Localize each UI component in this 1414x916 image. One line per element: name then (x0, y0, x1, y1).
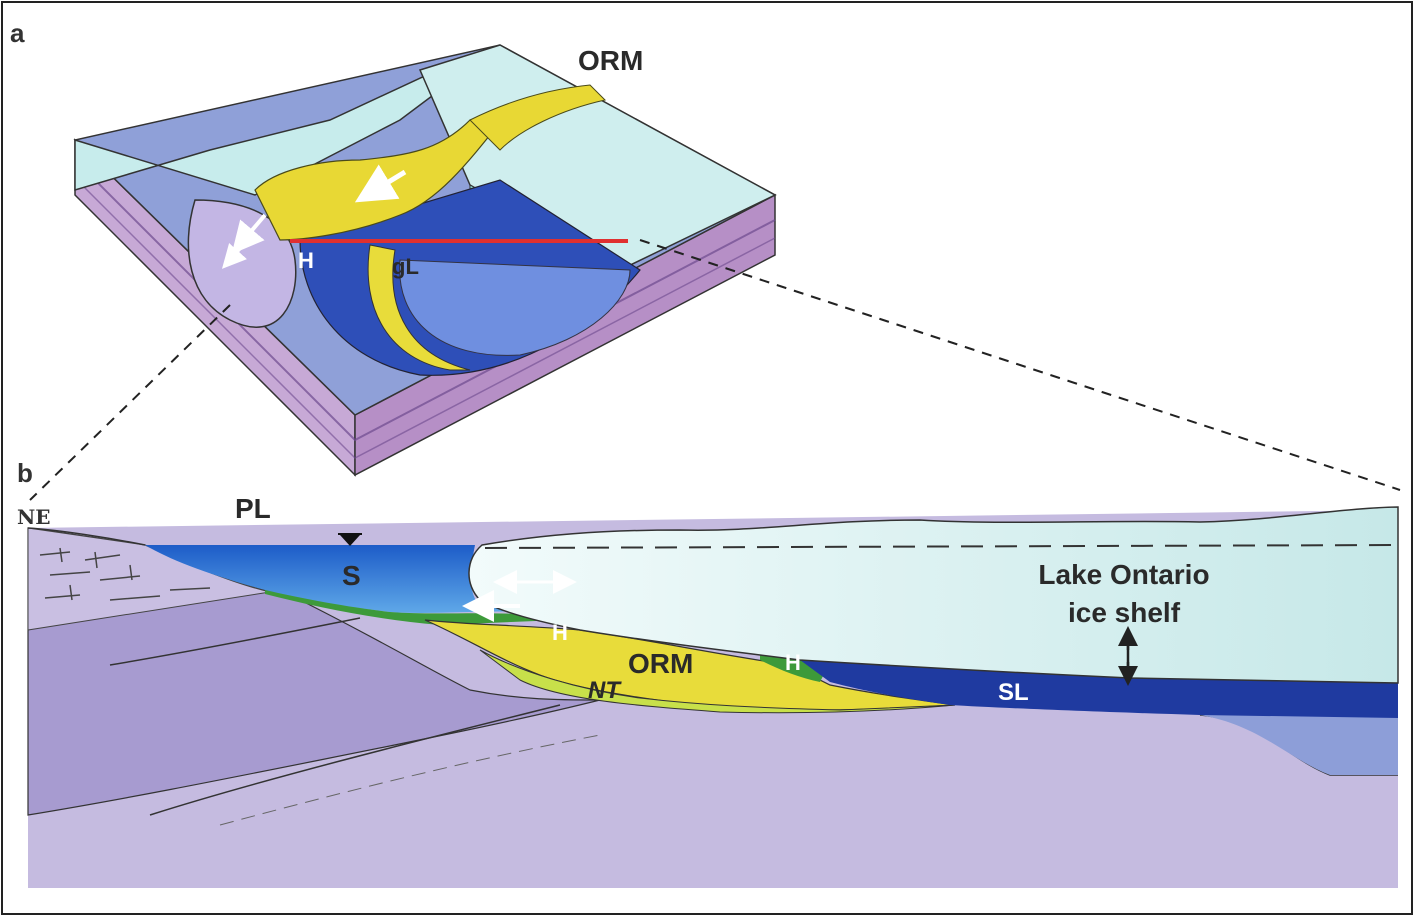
panel-a-letter: a (10, 18, 25, 48)
ice-shelf (468, 506, 1399, 684)
proglacial-lake (145, 545, 520, 613)
water-level-icon (340, 535, 360, 546)
label-ice-shelf-line1: Lake Ontario (1038, 559, 1209, 590)
flow-arrow (354, 164, 407, 203)
label-ne: NE (17, 505, 51, 529)
inner-basin (399, 259, 631, 356)
label-s: S (342, 560, 361, 591)
label-a-gl: gL (392, 254, 419, 279)
flow-arrow (231, 213, 267, 255)
panel-b-letter: b (17, 458, 33, 488)
flow-arrow (221, 238, 250, 269)
sl-layer (800, 660, 1398, 718)
projection-line-left (29, 304, 231, 501)
label-nt: NT (588, 677, 622, 704)
lower-basin (1200, 715, 1398, 775)
ice-dashed-line (484, 544, 1399, 549)
label-pl: PL (235, 493, 271, 524)
label-ice-shelf-line2: ice shelf (1068, 597, 1181, 628)
stratum-line (109, 617, 361, 666)
panel-b-section: b NE PL S H H ORM NT SL Lake Ontario ice… (17, 458, 1399, 888)
label-a-orm: ORM (578, 45, 643, 76)
nt-sediment (479, 649, 956, 714)
label-b-orm: ORM (628, 648, 693, 679)
block-stratum-line (74, 177, 776, 459)
projection-line-right (639, 239, 1401, 491)
label-h-right: H (785, 650, 801, 675)
label-h-left: H (552, 620, 568, 645)
stratum-line (149, 704, 561, 816)
outwash-channel (469, 84, 606, 151)
gl-band (367, 244, 471, 371)
fracture-marks (39, 547, 211, 601)
block-stratum-line (74, 159, 776, 442)
stratum-line (219, 734, 601, 826)
label-sl: SL (998, 679, 1029, 706)
label-a-h: H (298, 248, 314, 273)
ground-surface (27, 527, 146, 546)
panel-a-block: ORM H gL a (10, 18, 777, 477)
